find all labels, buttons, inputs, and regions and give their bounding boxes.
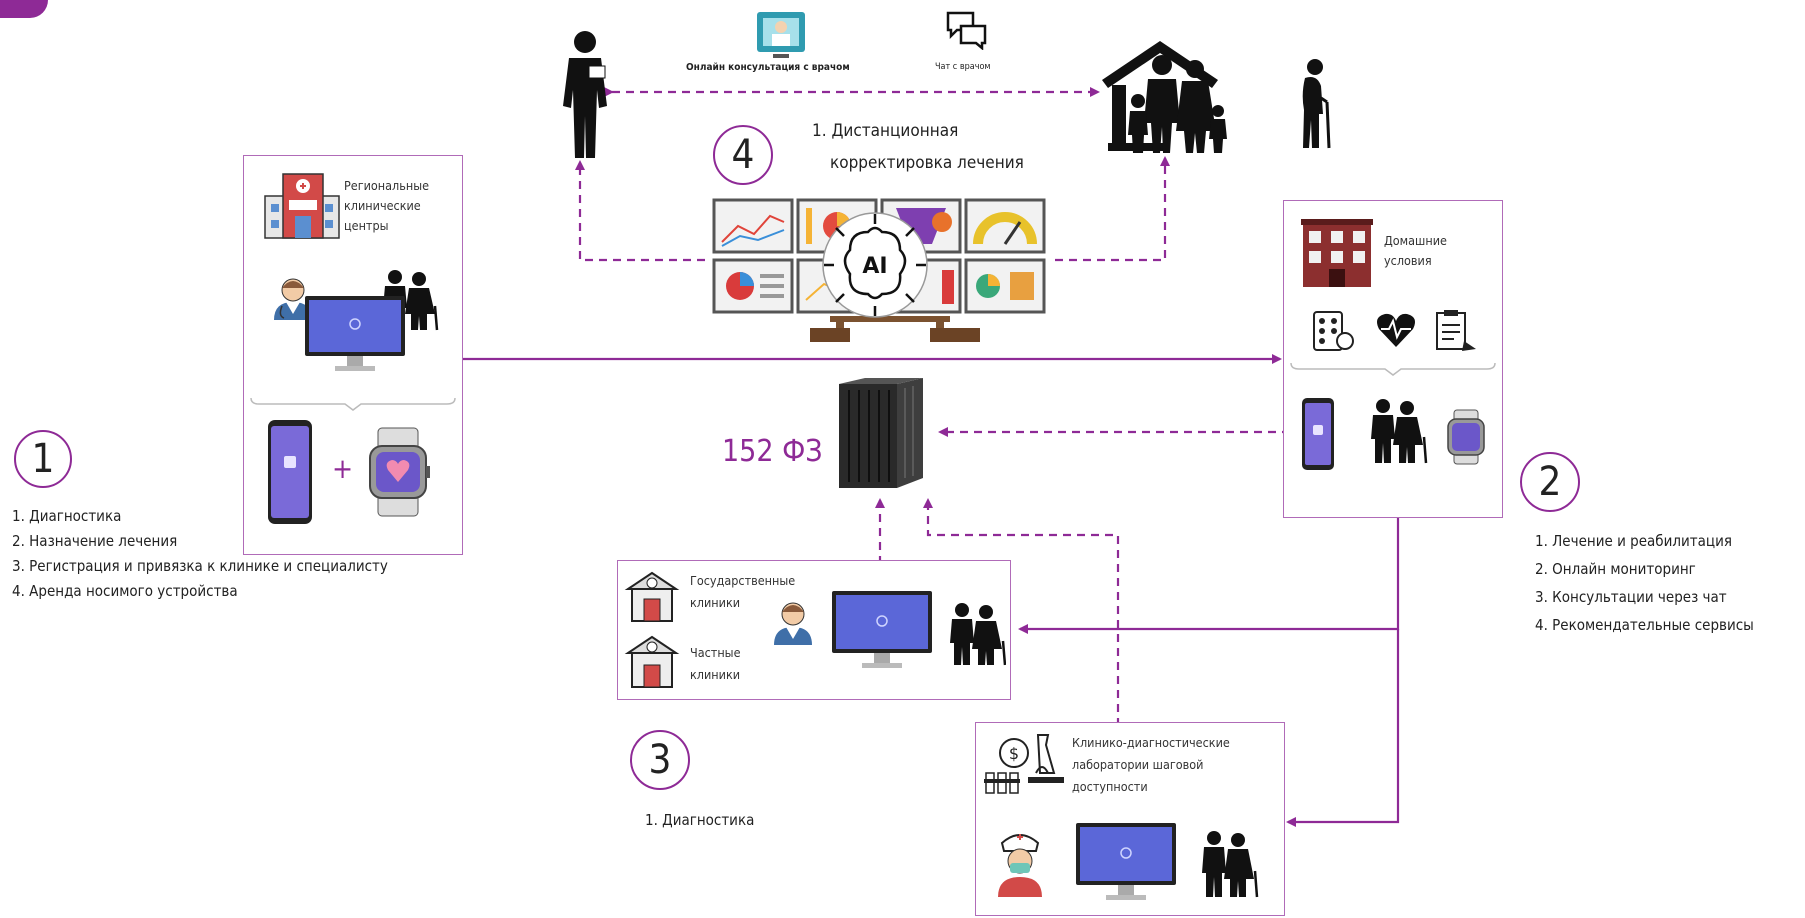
heart-rate-icon [1377, 313, 1415, 347]
step-4-number: 4 [731, 132, 755, 178]
dashed-link-dashboard-home [1055, 156, 1170, 262]
home-conditions-box: Домашние условия [1283, 200, 1503, 518]
dashed-link-dashboard-doctor [575, 160, 705, 262]
elderly-couple-icon [1371, 399, 1428, 464]
hospital-icon [264, 173, 340, 239]
brace-divider [250, 397, 456, 411]
regional-clinics-title-line3: центры [344, 218, 389, 233]
laboratory-icon: $ [984, 734, 1064, 794]
step-3-item: 1. Диагностика [645, 811, 755, 829]
step-2-item: 4. Рекомендательные сервисы [1535, 616, 1754, 634]
video-consultation-icon [757, 12, 805, 58]
clinics-box: Государственные клиники Частные клиники [617, 560, 1011, 700]
elderly-couple-icon [1202, 831, 1259, 898]
private-clinics-line1: Частные [690, 645, 741, 660]
smartwatch-icon [369, 427, 430, 517]
step-4-circle: 4 [713, 125, 773, 185]
doctor-silhouette-icon [563, 31, 607, 158]
step-3-list: 1. Диагностика [645, 808, 754, 833]
step-1-list: 1. Диагностика 2. Назначение лечения 3. … [12, 504, 388, 604]
home-title-line2: условия [1384, 253, 1432, 268]
step-3-number: 3 [648, 737, 672, 783]
step-1-item: 1. Диагностика [12, 507, 122, 525]
monitor-icon [1076, 823, 1176, 900]
chat-bubbles-icon [946, 11, 987, 50]
home-title-line1: Домашние [1384, 233, 1447, 248]
nurse-icon [998, 834, 1042, 897]
chat-label: Чат с врачом [935, 62, 991, 72]
step-1-number: 1 [31, 436, 55, 482]
smartwatch-icon [1447, 409, 1485, 465]
elderly-person-icon [1302, 59, 1331, 149]
doctor-avatar-icon [274, 278, 312, 320]
solid-link-home-labs [1286, 629, 1400, 827]
step-2-item: 1. Лечение и реабилитация [1535, 532, 1732, 550]
labs-title-line2: лаборатории шаговой [1072, 757, 1204, 772]
regional-clinics-title-line1: Региональные [344, 178, 430, 193]
regional-clinics-title-line2: клинические [344, 198, 421, 213]
apartment-building-icon [1301, 219, 1373, 287]
medical-record-icon [1436, 310, 1476, 351]
online-consultation-label: Онлайн консультация с врачом [686, 62, 850, 73]
step-2-number: 2 [1538, 459, 1562, 505]
gov-clinics-line2: клиники [690, 595, 741, 610]
elderly-couple-icon [950, 603, 1006, 666]
doctor-avatar-icon [774, 602, 812, 645]
monitor-icon [832, 591, 932, 668]
step-2-item: 3. Консультации через чат [1535, 588, 1727, 606]
step-1-item: 4. Аренда носимого устройства [12, 582, 238, 600]
labs-title-line1: Клинико-диагностические [1072, 735, 1230, 750]
step-3-circle: 3 [630, 730, 690, 790]
server-rack-icon [839, 378, 923, 488]
smartphone-icon [268, 420, 312, 524]
step-1-item: 2. Назначение лечения [12, 532, 178, 550]
dashed-link-labs-server [923, 498, 1120, 726]
step-2-list: 1. Лечение и реабилитация 2. Онлайн мони… [1535, 527, 1754, 639]
family-home-icon [1102, 41, 1227, 153]
corner-decoration [0, 0, 48, 18]
gov-clinics-line1: Государственные [690, 573, 796, 588]
step-2-item: 2. Онлайн мониторинг [1535, 560, 1696, 578]
law-152-fz-label: 152 ФЗ [722, 434, 823, 469]
step-4-title-line1: 1. Дистанционная [812, 121, 959, 141]
brace-divider [1290, 362, 1496, 376]
step-1-circle: 1 [14, 430, 72, 488]
private-clinics-line2: клиники [690, 667, 741, 682]
government-clinic-icon [624, 571, 680, 622]
step-4-title-line2: корректировка лечения [830, 153, 1024, 173]
ai-label: AI [862, 254, 887, 279]
monitor-icon [305, 296, 405, 371]
private-clinic-icon [624, 635, 680, 688]
smartphone-icon [1302, 398, 1334, 470]
labs-title-line3: доступности [1072, 779, 1148, 794]
plus-sign: + [332, 452, 354, 485]
labs-box: $ Клинико-диагностические лаборатории ша… [975, 722, 1285, 916]
solid-link-home-clinics3 [1018, 515, 1400, 634]
svg-text:$: $ [1009, 744, 1019, 763]
step-1-item: 3. Регистрация и привязка к клинике и сп… [12, 557, 388, 575]
pills-icon [1313, 311, 1354, 351]
regional-clinics-box: Региональные клинические центры + [243, 155, 463, 555]
ai-brain-icon: AI [822, 212, 928, 318]
step-2-circle: 2 [1520, 452, 1580, 512]
